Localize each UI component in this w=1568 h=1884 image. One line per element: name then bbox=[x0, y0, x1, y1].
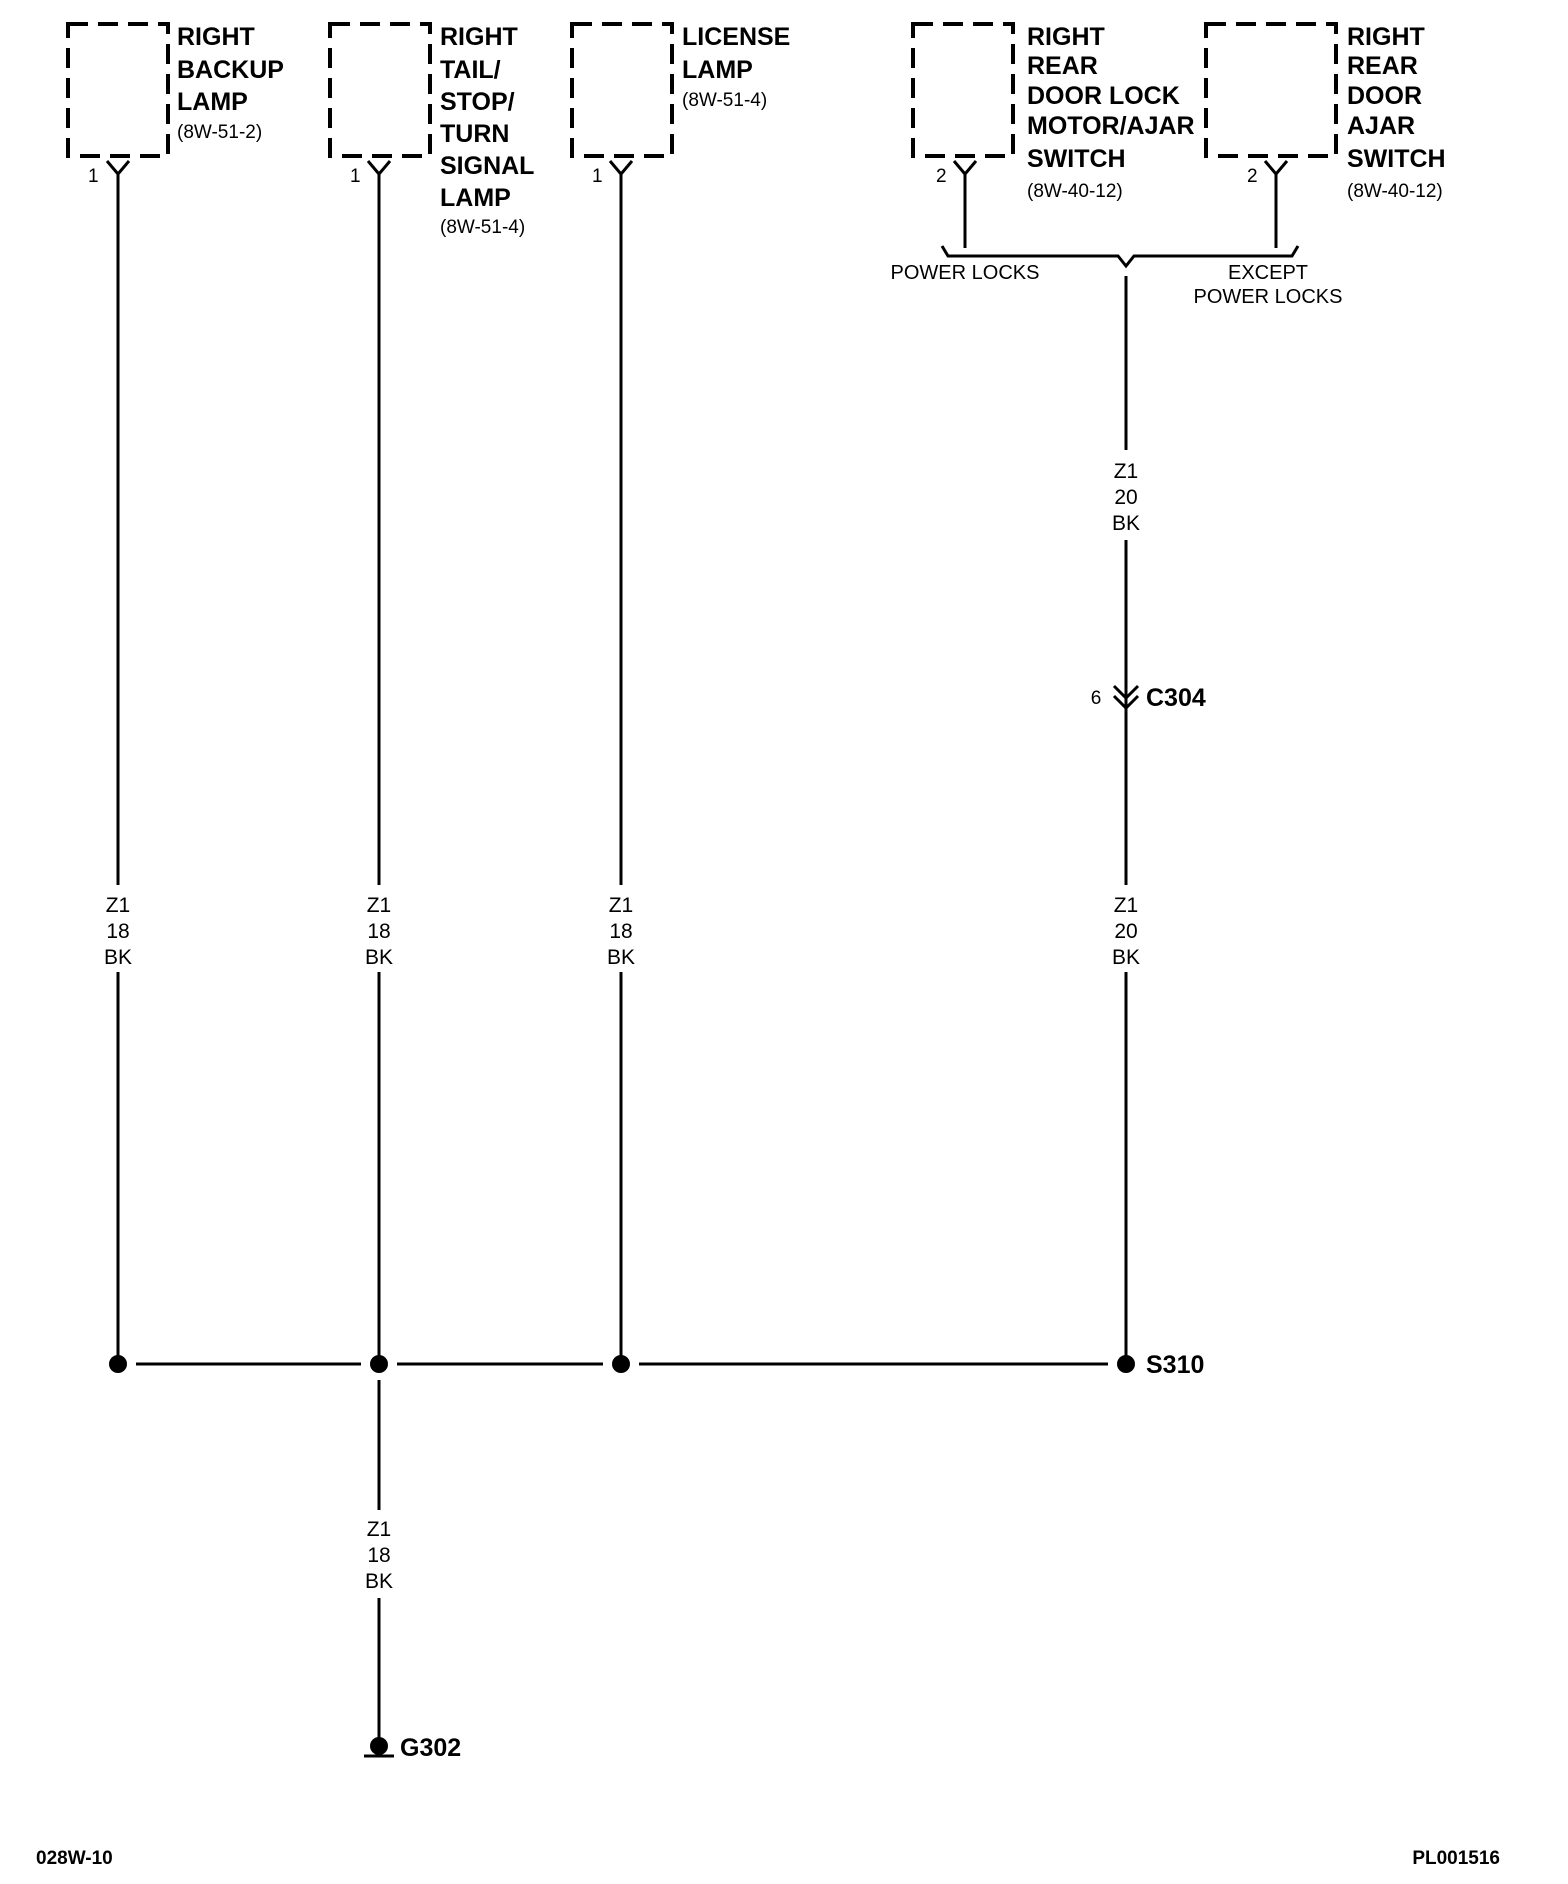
component-name-line: RIGHT bbox=[1347, 23, 1425, 51]
option-split: POWER LOCKS EXCEPT POWER LOCKS bbox=[891, 174, 1343, 450]
component-ref: (8W-40-12) bbox=[1027, 181, 1123, 202]
connector-pin-icon bbox=[1263, 160, 1289, 177]
component-name-line: RIGHT bbox=[177, 23, 255, 51]
ground-name: G302 bbox=[400, 1734, 461, 1762]
wire-gauge: 20 bbox=[1114, 920, 1137, 943]
component-name-line: LICENSE bbox=[682, 23, 790, 51]
component-ref: (8W-51-4) bbox=[440, 217, 525, 238]
component-right-rear-door-lock-motor-ajar-switch[interactable]: RIGHT REAR DOOR LOCK MOTOR/AJAR SWITCH (… bbox=[911, 22, 1195, 202]
component-name-line: TURN bbox=[440, 120, 509, 148]
connector-pin-icon bbox=[608, 160, 634, 177]
wire-ground: Z1 18 BK bbox=[365, 1380, 393, 1740]
component-name-line: MOTOR/AJAR bbox=[1027, 112, 1195, 140]
connector-pin-icon bbox=[366, 160, 392, 177]
connector-c304[interactable]: 6 C304 bbox=[1091, 684, 1206, 712]
component-right-tail-stop-turn-signal-lamp[interactable]: RIGHT TAIL/ STOP/ TURN SIGNAL LAMP (8W-5… bbox=[328, 22, 534, 238]
component-name-line: BACKUP bbox=[177, 56, 284, 84]
component-name-line: AJAR bbox=[1347, 112, 1415, 140]
wire-color: BK bbox=[607, 946, 635, 969]
ground-dot-icon bbox=[370, 1737, 388, 1755]
component-box bbox=[66, 22, 170, 158]
component-name-line: RIGHT bbox=[440, 23, 518, 51]
component-name-line: STOP/ bbox=[440, 88, 515, 116]
wire-circuit: Z1 bbox=[367, 1518, 392, 1541]
component-box bbox=[570, 22, 674, 158]
component-name-line: LAMP bbox=[682, 56, 753, 84]
pin-number: 1 bbox=[88, 166, 99, 187]
pin-number: 2 bbox=[936, 166, 947, 187]
wire-gauge: 18 bbox=[106, 920, 129, 943]
component-name-line: DOOR bbox=[1347, 82, 1422, 110]
wire-gauge: 18 bbox=[609, 920, 632, 943]
splice-dot-icon bbox=[109, 1355, 127, 1373]
connector-pin-icon bbox=[105, 160, 131, 177]
component-ref: (8W-40-12) bbox=[1347, 181, 1443, 202]
wire-right-tail-lamp: Z1 18 BK bbox=[365, 174, 393, 1364]
wire-circuit: Z1 bbox=[106, 894, 131, 917]
component-name-line: RIGHT bbox=[1027, 23, 1105, 51]
connector-name: C304 bbox=[1146, 684, 1206, 712]
component-ref: (8W-51-2) bbox=[177, 122, 262, 143]
component-right-backup-lamp[interactable]: RIGHT BACKUP LAMP (8W-51-2) 1 bbox=[66, 22, 284, 187]
wire-gauge: 18 bbox=[367, 920, 390, 943]
wire-color: BK bbox=[365, 946, 393, 969]
component-name-line: REAR bbox=[1027, 52, 1098, 80]
connector-chevron-icon bbox=[1112, 684, 1140, 701]
component-right-rear-door-ajar-switch[interactable]: RIGHT REAR DOOR AJAR SWITCH (8W-40-12) 2 bbox=[1204, 22, 1446, 202]
split-label-except: EXCEPT bbox=[1228, 262, 1308, 284]
wire-right-backup-lamp: Z1 18 BK bbox=[104, 174, 132, 1364]
component-box bbox=[911, 22, 1015, 158]
component-name-line: DOOR LOCK bbox=[1027, 82, 1180, 110]
wire-color: BK bbox=[104, 946, 132, 969]
component-name-line: SWITCH bbox=[1347, 145, 1446, 173]
wire-circuit: Z1 bbox=[1114, 460, 1139, 483]
wire-gauge: 18 bbox=[367, 1544, 390, 1567]
wire-color: BK bbox=[1112, 946, 1140, 969]
component-box bbox=[1204, 22, 1338, 158]
component-name-line: LAMP bbox=[177, 88, 248, 116]
connector-pin-number: 6 bbox=[1091, 688, 1102, 709]
splice-dot-icon bbox=[1117, 1355, 1135, 1373]
pin-number: 2 bbox=[1247, 166, 1258, 187]
splice-s310[interactable]: S310 bbox=[109, 1351, 1204, 1379]
figure-id: PL001516 bbox=[1412, 1848, 1500, 1869]
ground-g302[interactable]: G302 bbox=[364, 1734, 461, 1762]
wire-gauge: 20 bbox=[1114, 486, 1137, 509]
component-box bbox=[328, 22, 432, 158]
component-name-line: SIGNAL bbox=[440, 152, 534, 180]
connector-pin-icon bbox=[952, 160, 978, 177]
wire-color: BK bbox=[365, 1570, 393, 1593]
component-license-lamp[interactable]: LICENSE LAMP (8W-51-4) 1 bbox=[570, 22, 790, 187]
component-ref: (8W-51-4) bbox=[682, 90, 767, 111]
wire-circuit: Z1 bbox=[367, 894, 392, 917]
component-name-line: TAIL/ bbox=[440, 56, 501, 84]
wire-color: BK bbox=[1112, 512, 1140, 535]
wire-door-switches: Z1 20 BK 6 C304 Z1 20 BK bbox=[1091, 460, 1206, 1364]
pin-number: 1 bbox=[592, 166, 603, 187]
splice-name: S310 bbox=[1146, 1351, 1204, 1379]
wire-circuit: Z1 bbox=[609, 894, 634, 917]
splice-dot-icon bbox=[612, 1355, 630, 1373]
page-code: 028W-10 bbox=[36, 1848, 113, 1869]
split-label-except: POWER LOCKS bbox=[1194, 286, 1343, 308]
pin-number: 1 bbox=[350, 166, 361, 187]
wire-license-lamp: Z1 18 BK bbox=[607, 174, 635, 1364]
component-name-line: REAR bbox=[1347, 52, 1418, 80]
split-bracket-icon bbox=[940, 245, 1300, 269]
splice-dot-icon bbox=[370, 1355, 388, 1373]
component-name-line: LAMP bbox=[440, 184, 511, 212]
split-label-power-locks: POWER LOCKS bbox=[891, 262, 1040, 284]
wire-circuit: Z1 bbox=[1114, 894, 1139, 917]
component-name-line: SWITCH bbox=[1027, 145, 1126, 173]
